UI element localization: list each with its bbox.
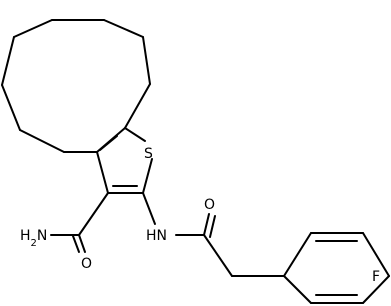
bond (96, 151, 109, 194)
carboxamide-group (50, 192, 109, 253)
thiophene-ring (96, 127, 153, 194)
bond (283, 275, 312, 304)
bond (99, 135, 118, 151)
fluorine-atom-label: F (372, 269, 380, 285)
bond (142, 158, 153, 194)
bond (19, 129, 65, 153)
bond (203, 234, 233, 277)
bond (124, 83, 151, 129)
cyclododecane-ring (1, 19, 151, 153)
bond (203, 213, 210, 236)
bond (283, 232, 312, 277)
bond (142, 192, 156, 225)
bond (124, 127, 146, 142)
bond (362, 232, 390, 277)
acyl-oxygen-label: O (204, 197, 215, 213)
acetamide-linker (142, 192, 233, 277)
bond (78, 192, 109, 236)
bond (142, 36, 151, 85)
bond (78, 234, 86, 253)
bond (72, 235, 80, 253)
bond (13, 19, 53, 38)
bond (1, 84, 21, 131)
bond (103, 19, 144, 38)
amide-oxygen-label: O (81, 256, 92, 272)
amino-group-label: H2N (20, 228, 47, 249)
fluorophenyl-ring (231, 232, 390, 304)
sulfur-atom-label: S (144, 146, 153, 162)
bond (1, 36, 15, 86)
bond (362, 275, 390, 304)
bond (209, 215, 216, 238)
nh-atom-label: HN (146, 228, 167, 244)
